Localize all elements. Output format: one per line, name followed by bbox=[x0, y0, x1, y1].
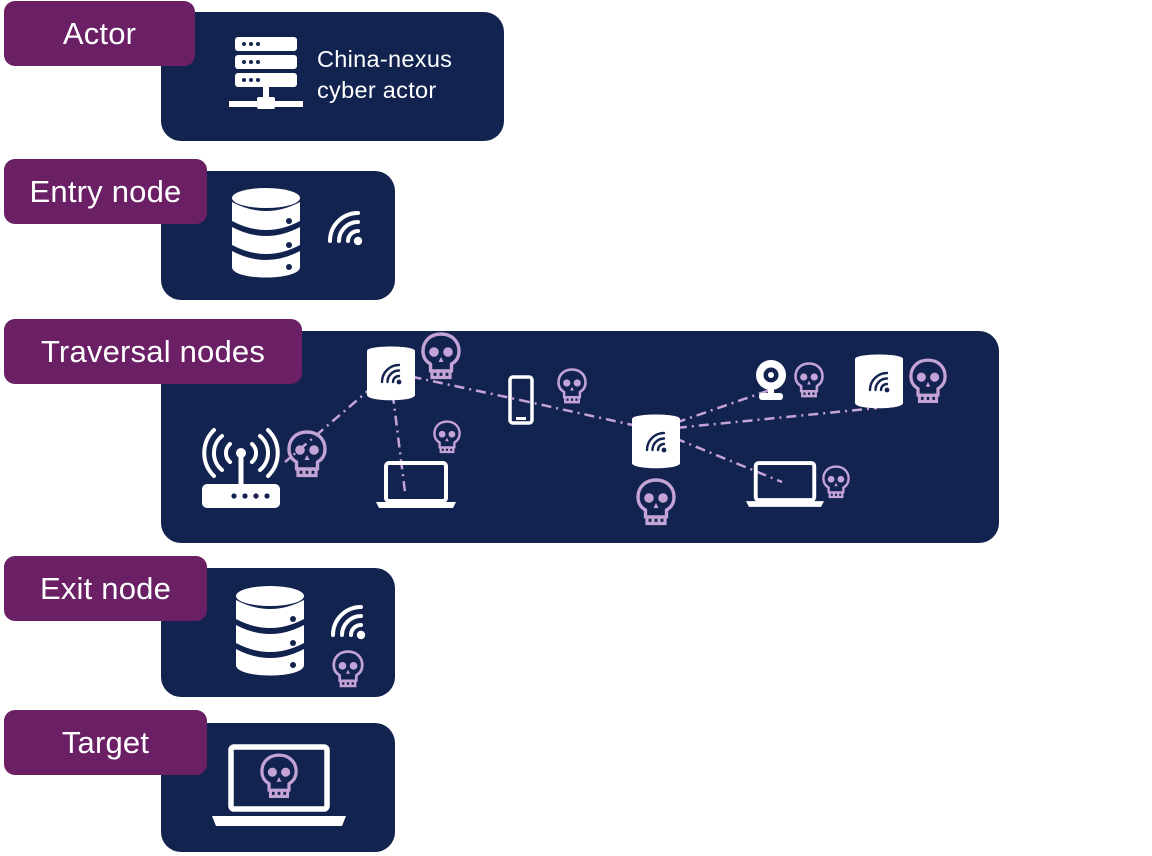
laptop-icon bbox=[376, 461, 456, 509]
actor-description-line-1: China-nexus bbox=[317, 46, 453, 72]
skull-icon bbox=[260, 753, 298, 799]
entry-node-label: Entry node bbox=[4, 159, 207, 224]
skull-icon bbox=[794, 362, 824, 398]
server-rack-icon bbox=[229, 37, 303, 109]
router-icon bbox=[202, 428, 280, 508]
skull-icon bbox=[822, 465, 850, 499]
skull-icon bbox=[557, 368, 587, 404]
smartphone-icon bbox=[508, 375, 534, 425]
traversal-nodes-label: Traversal nodes bbox=[4, 319, 302, 384]
skull-icon bbox=[287, 430, 327, 478]
database-icon bbox=[235, 585, 305, 677]
actor-panel bbox=[161, 12, 504, 141]
skull-icon bbox=[421, 332, 461, 380]
exit-node-label: Exit node bbox=[4, 556, 207, 621]
actor-description: China-nexus cyber actor bbox=[317, 44, 502, 106]
laptop-icon bbox=[746, 461, 824, 508]
laptop-icon bbox=[212, 744, 346, 826]
wifi-cylinder-icon bbox=[631, 411, 681, 471]
actor-description-line-2: cyber actor bbox=[317, 77, 437, 103]
skull-icon bbox=[909, 358, 947, 404]
wifi-icon bbox=[328, 602, 368, 642]
skull-icon bbox=[332, 650, 364, 688]
wifi-cylinder-icon bbox=[854, 351, 904, 411]
target-label: Target bbox=[4, 710, 207, 775]
skull-icon bbox=[636, 478, 676, 526]
skull-icon bbox=[433, 420, 461, 454]
webcam-icon bbox=[756, 360, 786, 400]
wifi-cylinder-icon bbox=[366, 343, 416, 403]
actor-label: Actor bbox=[4, 1, 195, 66]
